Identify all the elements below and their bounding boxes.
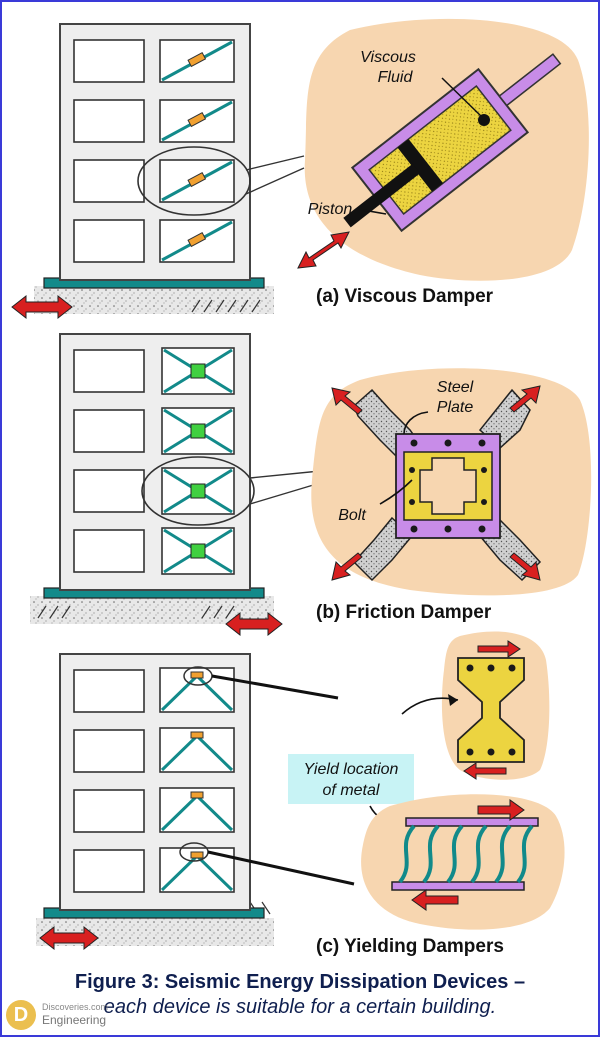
bolts <box>409 439 487 533</box>
hourglass-plate <box>457 657 525 763</box>
label-piston: Piston <box>308 201 353 218</box>
ground-hatch <box>191 299 261 313</box>
zoom-line-top <box>211 674 339 700</box>
top-plate <box>405 817 539 827</box>
watermark-logo-icon: D <box>6 1000 36 1030</box>
window-openings <box>73 667 235 893</box>
yield-plates <box>190 671 204 859</box>
viscous-damper-detail <box>343 53 562 233</box>
panel-c-yielding: Yield location of metal (c) Yielding Dam… <box>36 631 565 957</box>
label-viscous: Viscous <box>360 49 416 66</box>
ground-motion-arrow <box>39 925 99 951</box>
piston-head <box>397 139 444 192</box>
shear-arrows-bottom <box>411 799 525 911</box>
zoom-ellipse <box>141 456 255 526</box>
zoom-line-bottom <box>207 850 355 886</box>
bottom-plate <box>391 881 525 891</box>
piston-rod <box>343 163 421 228</box>
panel-b-title: (b) Friction Damper <box>316 602 492 623</box>
watermark-bottom: Engineering <box>42 1013 107 1027</box>
damper-force-arrow <box>297 231 350 269</box>
zoom-ellipse <box>137 146 251 216</box>
ground-motion-arrow <box>225 611 283 637</box>
shear-arrows-top <box>463 640 521 780</box>
force-arrows <box>331 385 541 581</box>
center-plate <box>419 457 477 515</box>
detail-blob-bottom <box>361 794 565 930</box>
panel-b-friction: Steel Plate Bolt (b) Friction Damper <box>30 333 592 637</box>
label-fluid: Fluid <box>378 69 414 86</box>
ground-motion-arrow <box>11 294 73 320</box>
zoom-line <box>245 155 305 171</box>
label-of-metal: of metal <box>323 782 380 799</box>
label-yield-location: Yield location <box>304 761 399 778</box>
ground-hatch <box>37 605 235 619</box>
watermark: D Discoveries.com Engineering <box>6 1000 136 1032</box>
caption-line-1: Figure 3: Seismic Energy Dissipation Dev… <box>74 971 526 993</box>
watermark-top: Discoveries.com <box>42 1002 109 1012</box>
ground-gravel <box>34 286 274 314</box>
friction-damper-units <box>190 363 206 559</box>
hourglass-bolts <box>466 664 516 756</box>
label-bolt: Bolt <box>338 507 366 524</box>
label-plate: Plate <box>437 399 474 416</box>
panel-a-viscous: Viscous Fluid Piston (a) Viscous Damper <box>11 18 589 320</box>
yield-bars <box>398 824 534 884</box>
figure-caption: Figure 3: Seismic Energy Dissipation Dev… <box>0 970 600 1020</box>
viscous-damper-units <box>187 52 207 248</box>
caption-line-2: each device is suitable for a certain bu… <box>103 996 497 1018</box>
label-steel: Steel <box>437 379 474 396</box>
panel-c-title: (c) Yielding Dampers <box>316 936 504 957</box>
panel-a-title: (a) Viscous Damper <box>316 286 494 307</box>
yield-callout-box <box>288 754 414 804</box>
end-rod <box>498 53 562 107</box>
